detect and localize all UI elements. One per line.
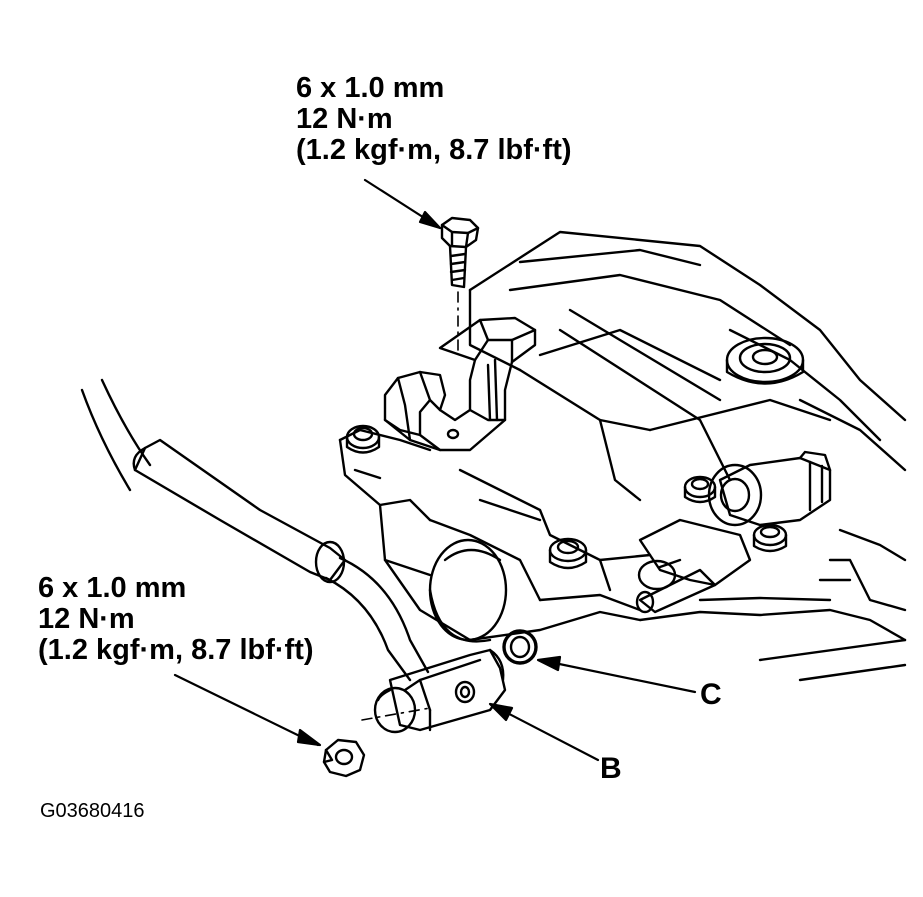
head-bolt-center — [548, 537, 588, 570]
leader-b — [488, 702, 600, 762]
spec-bottom-block: 6 x 1.0 mm 12 N·m (1.2 kgf·m, 8.7 lbf·ft… — [38, 573, 314, 666]
spec-top-torque-alt: (1.2 kgf·m, 8.7 lbf·ft) — [296, 134, 572, 166]
engine-head-outline — [338, 230, 907, 682]
leader-lower-nut — [173, 673, 322, 747]
hose-cable — [80, 378, 430, 682]
head-bolt-right — [752, 523, 788, 553]
callout-b: B — [600, 752, 622, 785]
filler-cap — [725, 336, 805, 385]
figure-code: G03680416 — [40, 800, 145, 822]
spec-bottom-torque-alt: (1.2 kgf·m, 8.7 lbf·ft) — [38, 634, 314, 666]
callout-c: C — [700, 678, 722, 711]
spec-top-size: 6 x 1.0 mm — [296, 72, 445, 104]
spec-bottom-torque-nm: 12 N·m — [38, 603, 135, 635]
lower-nut — [322, 707, 431, 778]
spec-bottom-size: 6 x 1.0 mm — [38, 572, 187, 604]
head-bolt-left — [345, 424, 381, 454]
spec-top-torque-nm: 12 N·m — [296, 103, 393, 135]
head-bolt-upper-right — [683, 475, 717, 504]
top-bolt — [440, 216, 480, 351]
round-port — [428, 538, 508, 643]
leader-top-bolt — [363, 178, 442, 230]
leader-c — [536, 655, 697, 694]
sensor-assembly — [635, 450, 832, 614]
sensor-b — [373, 648, 507, 734]
spec-top-block: 6 x 1.0 mm 12 N·m (1.2 kgf·m, 8.7 lbf·ft… — [296, 73, 572, 166]
o-ring — [502, 629, 538, 665]
mounting-bracket — [383, 316, 537, 452]
